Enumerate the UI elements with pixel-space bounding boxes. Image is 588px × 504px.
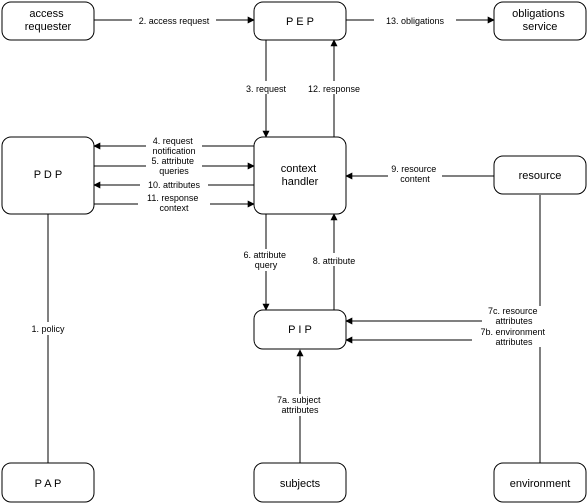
svg-text:1. policy: 1. policy bbox=[31, 324, 65, 334]
label-attributes: 10. attributes bbox=[140, 178, 208, 191]
node-obligations-service: obligations service bbox=[493, 1, 587, 41]
label-resource-content-line-1: 9. resource bbox=[391, 164, 436, 174]
node-context-handler-line-1: context bbox=[281, 163, 316, 175]
label-resource-attributes-line-1: 7c. resource bbox=[488, 306, 538, 316]
label-access-request: 2. access request bbox=[132, 13, 216, 26]
label-attribute-query-line-1: 6. attribute bbox=[243, 250, 286, 260]
label-request-notification-line-1: 4. request bbox=[153, 136, 194, 146]
svg-text:13. obligations: 13. obligations bbox=[386, 16, 445, 26]
node-pap: P A P bbox=[1, 462, 95, 503]
node-resource: resource bbox=[493, 155, 587, 195]
label-resource-content-line-2: content bbox=[400, 174, 430, 184]
node-resource-line-1: resource bbox=[519, 170, 562, 182]
svg-text:7c. resource attribute: 7c. resource attributes bbox=[488, 306, 540, 326]
label-subject-attributes-line-2: attributes bbox=[281, 405, 319, 415]
svg-text:12. response: 12. response bbox=[308, 84, 360, 94]
label-subject-attributes-line-1: 7a. subject bbox=[277, 395, 321, 405]
node-pep: P E P bbox=[253, 1, 347, 41]
label-obligations-line-1: 13. obligations bbox=[386, 16, 445, 26]
label-attribute-query-line-2: query bbox=[255, 260, 278, 270]
label-environment-attributes-line-2: attributes bbox=[495, 337, 533, 347]
node-context-handler-line-2: handler bbox=[282, 176, 319, 188]
svg-text:P D P: P D P bbox=[34, 169, 63, 181]
svg-text:10. attributes: 10. attributes bbox=[148, 180, 201, 190]
svg-text:4. request notificatio: 4. request notification bbox=[152, 136, 195, 156]
node-access-requester-line-1: access bbox=[29, 8, 64, 20]
svg-text:environment: environment bbox=[510, 478, 571, 490]
label-resource-content: 9. resource content bbox=[388, 164, 442, 187]
label-resource-attributes: 7c. resource attributes bbox=[482, 306, 546, 327]
label-request-notification: 4. request notification bbox=[146, 135, 202, 157]
svg-text:P A P: P A P bbox=[35, 478, 62, 490]
label-access-request-line-1: 2. access request bbox=[139, 16, 210, 26]
label-attribute-queries-line-1: 5. attribute bbox=[151, 156, 194, 166]
label-attribute-line-1: 8. attribute bbox=[313, 256, 356, 266]
node-pep-line-1: P E P bbox=[286, 16, 314, 28]
svg-text:P E P: P E P bbox=[286, 16, 314, 28]
label-attribute-queries-line-2: queries bbox=[159, 166, 189, 176]
label-policy-line-1: 1. policy bbox=[31, 324, 65, 334]
edge-labels: 2. access request 13. obligations 3. req… bbox=[26, 13, 556, 416]
label-obligations: 13. obligations bbox=[374, 13, 456, 26]
svg-text:5. attribute queries: 5. attribute queries bbox=[151, 156, 196, 176]
label-response-context-line-1: 11. response bbox=[147, 193, 198, 203]
svg-text:obligations service: obligations service bbox=[512, 8, 568, 33]
label-attributes-line-1: 10. attributes bbox=[148, 180, 201, 190]
label-attribute: 8. attribute bbox=[306, 253, 362, 266]
node-environment: environment bbox=[493, 462, 587, 503]
node-pip: P I P bbox=[253, 309, 347, 350]
svg-text:P I P: P I P bbox=[288, 324, 312, 336]
label-response-context-line-2: context bbox=[159, 203, 189, 213]
svg-text:access requester: access requester bbox=[25, 8, 72, 33]
node-pip-line-1: P I P bbox=[288, 324, 312, 336]
svg-text:6. attribute query: 6. attribute query bbox=[243, 250, 288, 270]
node-pdp-line-1: P D P bbox=[34, 169, 63, 181]
node-access-requester-line-2: requester bbox=[25, 21, 72, 33]
svg-text:7a. subject attributes: 7a. subject attributes bbox=[277, 395, 323, 415]
node-pdp: P D P bbox=[1, 136, 95, 215]
label-attribute-queries: 5. attribute queries bbox=[146, 156, 202, 178]
label-response-context: 11. response context bbox=[138, 192, 210, 214]
svg-text:9. resource content: 9. resource content bbox=[391, 164, 439, 184]
label-response-line-1: 12. response bbox=[308, 84, 360, 94]
label-subject-attributes: 7a. subject attributes bbox=[270, 394, 330, 416]
label-response: 12. response bbox=[302, 81, 366, 94]
label-request-notification-line-2: notification bbox=[152, 146, 195, 156]
node-access-requester: access requester bbox=[1, 1, 95, 41]
label-request-line-1: 3. request bbox=[246, 84, 287, 94]
svg-text:7b. environment attrib: 7b. environment attributes bbox=[480, 327, 547, 347]
label-attribute-query: 6. attribute query bbox=[238, 249, 294, 271]
label-policy: 1. policy bbox=[26, 322, 70, 335]
svg-text:8. attribute: 8. attribute bbox=[313, 256, 356, 266]
svg-text:3. request: 3. request bbox=[246, 84, 287, 94]
label-environment-attributes-line-1: 7b. environment bbox=[480, 327, 545, 337]
node-environment-line-1: environment bbox=[510, 478, 571, 490]
label-resource-attributes-line-2: attributes bbox=[495, 316, 533, 326]
node-obligations-service-line-2: service bbox=[523, 21, 558, 33]
label-request: 3. request bbox=[240, 81, 292, 94]
svg-text:subjects: subjects bbox=[280, 478, 321, 490]
node-context-handler: context handler bbox=[253, 136, 347, 215]
node-subjects: subjects bbox=[253, 462, 347, 503]
svg-text:context handler: context handler bbox=[281, 163, 320, 188]
svg-text:resource: resource bbox=[519, 170, 562, 182]
label-environment-attributes: 7b. environment attributes bbox=[472, 327, 556, 347]
svg-text:11. response context: 11. response context bbox=[147, 193, 201, 213]
node-obligations-service-line-1: obligations bbox=[512, 8, 565, 20]
node-pap-line-1: P A P bbox=[35, 478, 62, 490]
node-subjects-line-1: subjects bbox=[280, 478, 321, 490]
svg-text:2. access request: 2. access request bbox=[139, 16, 210, 26]
